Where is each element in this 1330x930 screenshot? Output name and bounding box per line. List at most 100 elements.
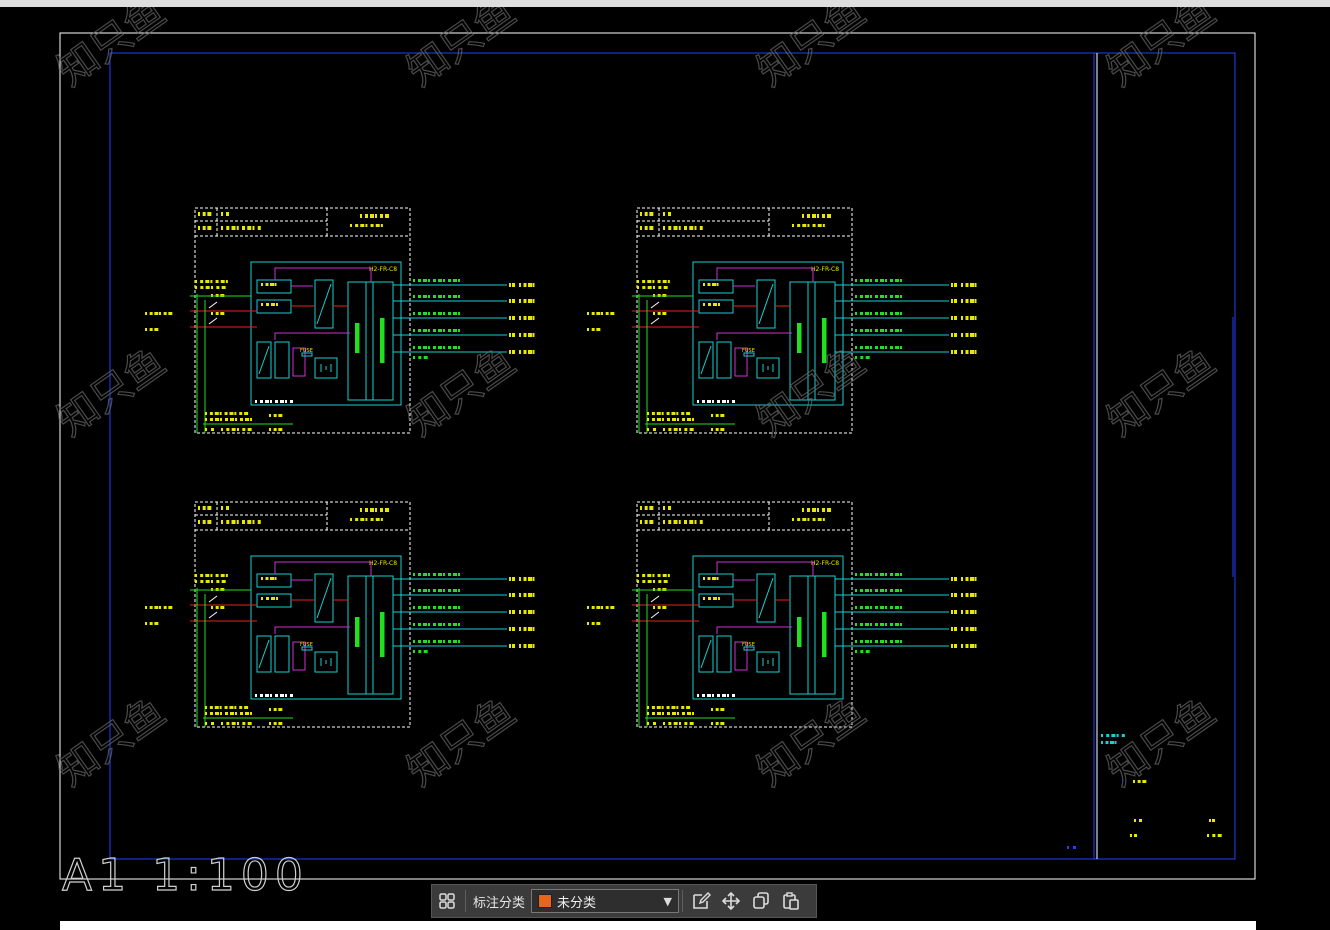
cad-text-mark [168, 606, 173, 609]
cad-text-mark [954, 593, 957, 597]
cad-text-mark [823, 318, 827, 363]
cad-text-mark [418, 623, 421, 626]
cad-text-mark [865, 650, 870, 653]
cad-text-mark [365, 518, 368, 521]
cad-text-mark [865, 623, 869, 626]
cad-text-mark [532, 283, 535, 287]
cad-text-mark [266, 303, 269, 306]
cad-text-mark [356, 323, 360, 353]
cad-text-mark [149, 622, 153, 625]
cad-text-mark [642, 580, 646, 583]
paste-icon[interactable] [776, 886, 806, 916]
cad-text-mark [703, 283, 705, 286]
cad-text-mark [855, 346, 857, 349]
cad-text-mark [951, 610, 953, 614]
cad-text-mark [855, 573, 857, 576]
cad-text-mark [880, 589, 884, 592]
cad-text-mark [519, 333, 521, 337]
cad-text-mark [523, 577, 527, 581]
cad-text-mark [697, 694, 699, 697]
cad-text-mark [448, 329, 451, 332]
cad-text-mark [209, 412, 213, 415]
cad-text-mark [205, 412, 207, 415]
cad-text-mark [687, 418, 691, 421]
cad-text-mark [269, 414, 271, 417]
cad-text-mark [1137, 780, 1141, 783]
cad-text-mark [1209, 819, 1211, 822]
cad-text-mark [380, 214, 383, 218]
cad-text-mark [591, 328, 595, 331]
cad-text-mark [240, 418, 243, 421]
drawing-frame [59, 32, 1256, 880]
magenta-wire [716, 267, 814, 282]
battery-box [314, 357, 338, 379]
cad-text-mark [880, 279, 884, 282]
cad-text-mark [1121, 734, 1125, 737]
cad-text-mark [663, 506, 665, 510]
cad-text-mark [509, 283, 511, 287]
cad-text-mark [200, 286, 204, 289]
cad-text-mark [895, 329, 899, 332]
magenta-wire [716, 561, 814, 576]
copy-icon[interactable] [746, 886, 776, 916]
toolbar-separator [465, 890, 466, 912]
cad-text-mark [231, 226, 236, 230]
cad-text-mark [895, 623, 899, 626]
cad-text-mark [684, 428, 688, 431]
cad-text-mark [214, 412, 219, 415]
cad-text-mark [265, 577, 269, 580]
cad-text-mark [875, 589, 878, 592]
cad-text-mark [900, 329, 902, 332]
cad-text-mark [230, 418, 234, 421]
cad-text-mark [822, 508, 825, 512]
cad-text-mark [860, 623, 863, 626]
cad-text-mark [528, 577, 532, 581]
cad-text-mark [822, 224, 825, 227]
cad-text-mark [601, 312, 603, 315]
cad-text-mark [523, 299, 527, 303]
category-dropdown[interactable]: 未分类 ▼ [531, 889, 680, 913]
cad-text-mark [443, 312, 445, 315]
cad-text-mark [418, 312, 421, 315]
cad-text-mark [860, 312, 863, 315]
cad-text-mark [1139, 819, 1142, 822]
cad-text-mark [885, 623, 887, 626]
move-icon[interactable] [716, 886, 746, 916]
cad-text-mark [226, 506, 229, 510]
cad-text-mark [961, 577, 963, 581]
cad-text-mark [715, 722, 719, 725]
cad-text-mark [692, 418, 694, 421]
cad-text-mark [699, 226, 703, 230]
cad-text-mark [380, 224, 383, 227]
cad-text-mark [860, 589, 863, 592]
cad-text-mark [649, 212, 654, 216]
cad-text-mark [802, 518, 807, 521]
cad-text-mark [418, 346, 421, 349]
cad-text-mark [453, 606, 457, 609]
cad-text-mark [855, 329, 857, 332]
cad-text-mark [443, 279, 445, 282]
cad-text-mark [273, 722, 277, 725]
cad-text-mark [640, 226, 642, 230]
cad-text-mark [221, 428, 223, 431]
cad-text-mark [855, 312, 857, 315]
cad-text-mark [865, 589, 869, 592]
cad-text-mark [885, 312, 887, 315]
cad-text-mark [428, 279, 430, 282]
watermark-text: 知只鱼 [49, 339, 174, 446]
cad-text-mark [528, 644, 532, 648]
cad-text-mark [587, 622, 589, 625]
cad-text-mark [453, 346, 457, 349]
edit-icon[interactable] [686, 886, 716, 916]
cad-text-mark [951, 350, 953, 354]
grid-icon[interactable] [432, 886, 462, 916]
cad-text-mark [443, 640, 445, 643]
cad-text-mark [720, 414, 725, 417]
cad-text-mark [694, 226, 697, 230]
watermark-text: 知只鱼 [399, 7, 524, 95]
cad-text-mark [205, 712, 207, 715]
cad-text-mark [662, 712, 664, 715]
